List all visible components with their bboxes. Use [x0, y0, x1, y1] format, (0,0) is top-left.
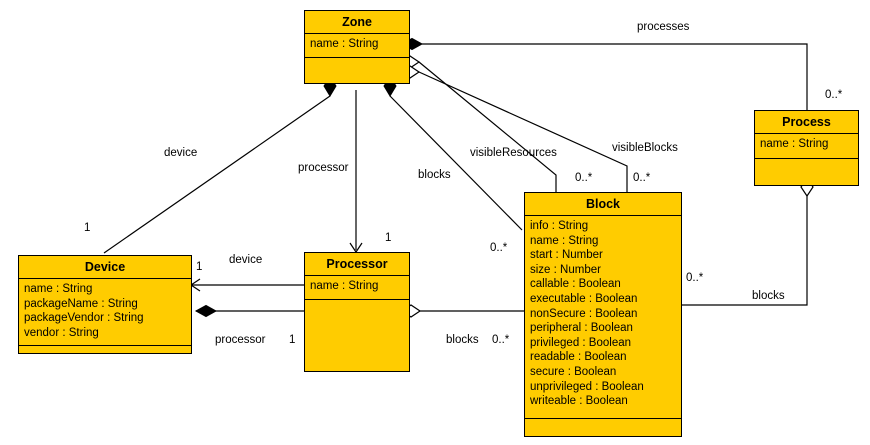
multiplicity-device-right: 1 — [196, 261, 203, 273]
attribute-row: readable : Boolean — [530, 351, 627, 364]
edge-label-processor-zone: processor — [298, 162, 349, 174]
class-block-attributes: info : String name : String start : Numb… — [525, 216, 681, 419]
class-device[interactable]: Device name : String packageName : Strin… — [18, 255, 192, 354]
composition-diamond-processor — [194, 304, 218, 318]
multiplicity-visible-blocks: 0..* — [633, 172, 651, 184]
class-zone-title: Zone — [305, 11, 409, 34]
attribute-row: name : String — [760, 138, 829, 150]
class-block-operations — [525, 419, 681, 437]
class-zone-attributes: name : String — [305, 34, 409, 58]
edge-label-processes: processes — [637, 21, 690, 33]
class-device-attributes: name : String packageName : String packa… — [19, 279, 191, 346]
class-processor-operations — [305, 300, 409, 372]
attribute-row: secure : Boolean — [530, 365, 617, 378]
attribute-row: privileged : Boolean — [530, 336, 632, 349]
edge-label-visible-resources: visibleResources — [470, 147, 557, 159]
edge-label-processor-device: processor — [215, 334, 266, 346]
attribute-row: writeable : Boolean — [530, 395, 628, 408]
edge-visible-resources — [418, 61, 557, 192]
edge-device-zone — [103, 95, 331, 254]
attribute-row: name : String — [310, 38, 379, 50]
edge-label-device-processor: device — [229, 254, 263, 266]
class-processor-title: Processor — [305, 253, 409, 276]
edge-label-blocks-process: blocks — [752, 290, 785, 302]
class-process-attributes: name : String — [755, 134, 858, 159]
multiplicity-block-right: 0..* — [686, 272, 704, 284]
multiplicity-process-top: 0..* — [825, 89, 843, 101]
edge-blocks-zone — [389, 95, 523, 231]
class-device-title: Device — [19, 256, 191, 279]
edge-visible-blocks — [418, 71, 628, 192]
attribute-row: packageName : String — [24, 297, 138, 310]
attribute-row: name : String — [310, 280, 379, 292]
edge-label-blocks-zone: blocks — [418, 169, 451, 181]
edge-label-device-zone: device — [164, 147, 198, 159]
class-block[interactable]: Block info : String name : String start … — [524, 192, 682, 437]
attribute-row: callable : Boolean — [530, 278, 621, 291]
multiplicity-device-top: 1 — [84, 222, 91, 234]
attribute-row: unprivileged : Boolean — [530, 380, 644, 393]
class-process[interactable]: Process name : String — [754, 110, 859, 186]
class-zone-operations — [305, 58, 409, 82]
class-process-operations — [755, 159, 858, 184]
class-process-title: Process — [755, 111, 858, 134]
attribute-row: packageVendor : String — [24, 312, 144, 325]
attribute-row: info : String — [530, 220, 589, 232]
multiplicity-processor-bottom: 1 — [289, 334, 296, 346]
edge-label-blocks-processor: blocks — [446, 334, 479, 346]
class-block-title: Block — [525, 193, 681, 216]
attribute-row: peripheral : Boolean — [530, 322, 633, 335]
multiplicity-processor-top: 1 — [385, 232, 392, 244]
attribute-row: nonSecure : Boolean — [530, 307, 638, 320]
multiplicity-blocks-processor-end: 0..* — [492, 334, 510, 346]
class-device-operations — [19, 346, 191, 355]
class-processor[interactable]: Processor name : String — [304, 252, 410, 372]
class-zone[interactable]: Zone name : String — [304, 10, 410, 84]
class-processor-attributes: name : String — [305, 276, 409, 300]
attribute-row: size : Number — [530, 263, 601, 276]
edge-blocks-process — [682, 196, 808, 306]
edge-label-visible-blocks: visibleBlocks — [612, 142, 678, 154]
attribute-row: start : Number — [530, 249, 603, 262]
attribute-row: name : String — [24, 283, 93, 295]
edge-processes — [422, 43, 808, 116]
attribute-row: vendor : String — [24, 326, 99, 339]
multiplicity-visible-resources: 0..* — [575, 172, 593, 184]
multiplicity-blocks-zone-end: 0..* — [490, 242, 508, 254]
attribute-row: name : String — [530, 234, 599, 247]
attribute-row: executable : Boolean — [530, 292, 638, 305]
